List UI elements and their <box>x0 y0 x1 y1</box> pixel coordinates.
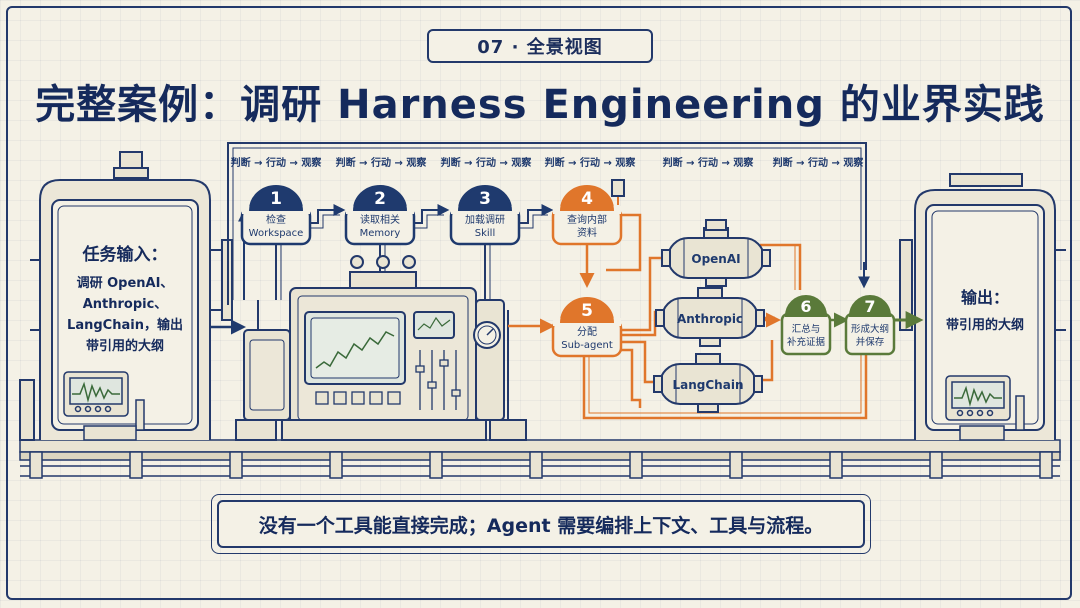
step-number: 7 <box>864 297 875 316</box>
tank-label: Anthropic <box>677 312 743 326</box>
caption: 没有一个工具能直接完成；Agent 需要编排上下文、工具与流程。 <box>217 500 865 548</box>
loop-label: 判断 → 行动 → 观察 <box>545 156 637 169</box>
input-panel-line: Anthropic、 <box>82 297 168 312</box>
rail-post <box>329 451 343 479</box>
step-number: 4 <box>581 189 593 209</box>
section-badge: 07 · 全景视图 <box>427 29 653 63</box>
step-label: 资料 <box>577 226 597 239</box>
output-panel-line: 带引用的大纲 <box>945 318 1024 333</box>
step-number: 2 <box>374 189 386 209</box>
valve <box>705 219 727 231</box>
step-label: 分配 <box>577 326 597 338</box>
step-label: 查询内部 <box>567 213 607 226</box>
valve <box>611 179 625 197</box>
tank-icon: Anthropic <box>655 287 765 347</box>
rail-post <box>29 451 43 479</box>
machine-console-icon <box>235 255 527 441</box>
tank-label: OpenAI <box>691 252 740 266</box>
rail-post <box>829 451 843 479</box>
step-node-3: 3 加载调研 Skill <box>449 185 521 246</box>
rail-post <box>529 451 543 479</box>
step-label: Sub-agent <box>561 340 613 351</box>
input-panel-line: 调研 OpenAI、 <box>76 276 174 291</box>
input-panel-line: LangChain，输出 <box>67 318 183 333</box>
step-label: 形成大纲 <box>851 323 889 335</box>
tank-icon: LangChain <box>653 353 763 413</box>
input-panel: 任务输入： 调研 OpenAI、 Anthropic、 LangChain，输出… <box>58 240 192 357</box>
output-panel: 输出： 带引用的大纲 <box>932 284 1038 333</box>
step-label: 检查 <box>266 213 286 226</box>
rail-post <box>429 451 443 479</box>
loop-label: 判断 → 行动 → 观察 <box>773 156 865 169</box>
step-label: Memory <box>360 228 401 239</box>
rail-post <box>729 451 743 479</box>
step-node-1: 1 检查 Workspace <box>240 185 312 246</box>
tank-icon: OpenAI <box>661 227 771 287</box>
step-label: Workspace <box>249 228 304 239</box>
step-label: 加载调研 <box>465 214 505 226</box>
rail-post <box>229 451 243 479</box>
input-panel-heading: 任务输入： <box>82 245 168 265</box>
loop-label: 判断 → 行动 → 观察 <box>336 156 428 169</box>
step-node-5: 5 分配 Sub-agent <box>551 297 623 358</box>
step-number: 6 <box>800 297 811 316</box>
step-label: 补充证据 <box>787 336 826 348</box>
page-title: 完整案例：调研 Harness Engineering 的业界实践 <box>35 82 1045 128</box>
step-number: 5 <box>581 301 593 321</box>
step-label: 读取相关 <box>360 213 400 226</box>
waveform-monitor-icon <box>945 375 1025 441</box>
step-number: 1 <box>270 189 282 209</box>
loop-label: 判断 → 行动 → 观察 <box>663 156 755 169</box>
tank-label: LangChain <box>673 378 744 392</box>
loop-label: 判断 → 行动 → 观察 <box>441 156 533 169</box>
pressure-gauge-icon <box>473 321 501 349</box>
rail-post <box>929 451 943 479</box>
step-label: Skill <box>475 228 495 239</box>
feedback-loop-pipe <box>227 142 867 305</box>
caption-outer-frame <box>211 494 871 554</box>
step-node-2: 2 读取相关 Memory <box>344 185 416 246</box>
rail-post <box>1039 451 1053 479</box>
outer-frame <box>6 6 1072 600</box>
input-panel-line: 带引用的大纲 <box>85 339 164 354</box>
rail-post <box>629 451 643 479</box>
step-label: 汇总与 <box>792 323 821 335</box>
rail-post <box>129 451 143 479</box>
step-label: 并保存 <box>856 336 885 348</box>
output-panel-heading: 输出： <box>960 288 1009 307</box>
waveform-monitor-icon <box>63 371 145 441</box>
step-number: 3 <box>479 189 491 209</box>
loop-label: 判断 → 行动 → 观察 <box>231 156 323 169</box>
